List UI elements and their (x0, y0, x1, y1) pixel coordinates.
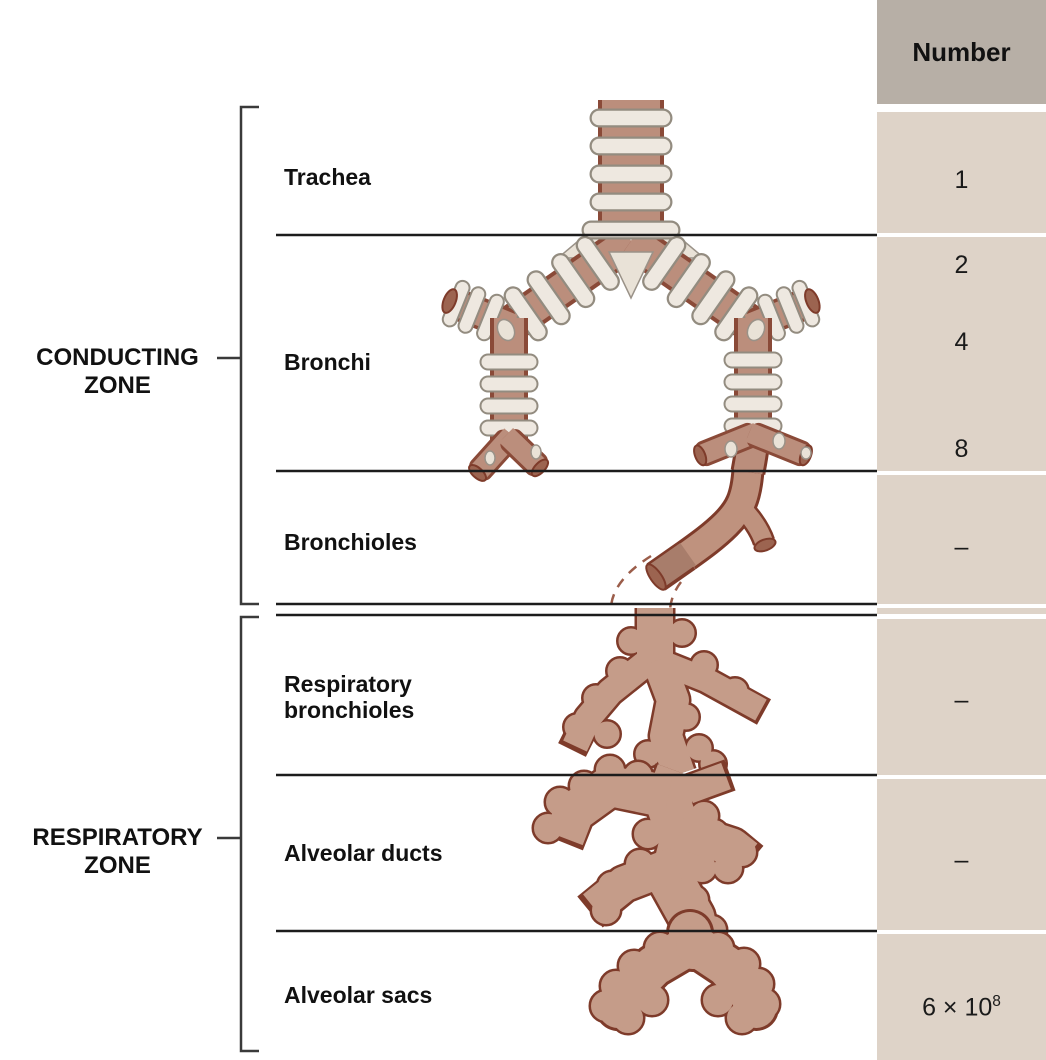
number-value-respiratory-bronchioles: – (954, 686, 969, 714)
number-cell-divider-strip (877, 608, 1046, 614)
carina (607, 251, 655, 300)
number-value-alveolar-sacs-base: 6 × 10 (922, 993, 993, 1022)
number-value-alveolar-ducts: – (954, 846, 969, 874)
number-cell-bronchi (877, 237, 1046, 471)
conducting-zone-bracket (217, 105, 259, 606)
conducting-zone-label: CONDUCTING ZONE (36, 344, 199, 399)
number-value-alveolar-sacs-exponent: 8 (992, 993, 1001, 1010)
alveolar-sacs-illustration (588, 909, 782, 1036)
respiratory-zone-bracket (217, 615, 259, 1053)
number-value-bronchioles: – (954, 533, 969, 561)
separator-lines (276, 233, 877, 933)
number-value-bronchi-gen3: 8 (954, 435, 969, 463)
number-cell-respiratory-bronchioles (877, 619, 1046, 775)
number-column-header-label: Number (912, 36, 1011, 67)
number-cell-alveolar-ducts (877, 779, 1046, 930)
number-cell-trachea (877, 112, 1046, 233)
respiratory-bronchioles-illustration (558, 608, 772, 780)
label-trachea: Trachea (284, 164, 371, 190)
number-value-trachea: 1 (954, 166, 969, 194)
label-respiratory-bronchioles: Respiratory bronchioles (284, 671, 415, 723)
bronchioles-illustration (609, 468, 777, 611)
number-cell-alveolar-sacs (877, 934, 1046, 1060)
bronchi-illustration (441, 225, 821, 482)
number-column-header: Number (877, 0, 1046, 104)
dashed-continuation-right (668, 581, 682, 611)
label-bronchi: Bronchi (284, 349, 371, 375)
number-value-bronchi-gen1: 2 (954, 251, 969, 279)
number-value-bronchi-gen2: 4 (954, 328, 969, 356)
dashed-continuation-left (609, 554, 652, 608)
respiratory-zone-label: RESPIRATORY ZONE (32, 824, 203, 879)
number-value-alveolar-sacs: 6 × 108 (877, 988, 1046, 1021)
alveolar-ducts-illustration (531, 753, 764, 947)
trachea-illustration (581, 100, 681, 300)
label-alveolar-ducts: Alveolar ducts (284, 840, 443, 866)
label-bronchioles: Bronchioles (284, 529, 417, 555)
label-alveolar-sacs: Alveolar sacs (284, 982, 433, 1008)
number-cell-bronchioles (877, 475, 1046, 604)
